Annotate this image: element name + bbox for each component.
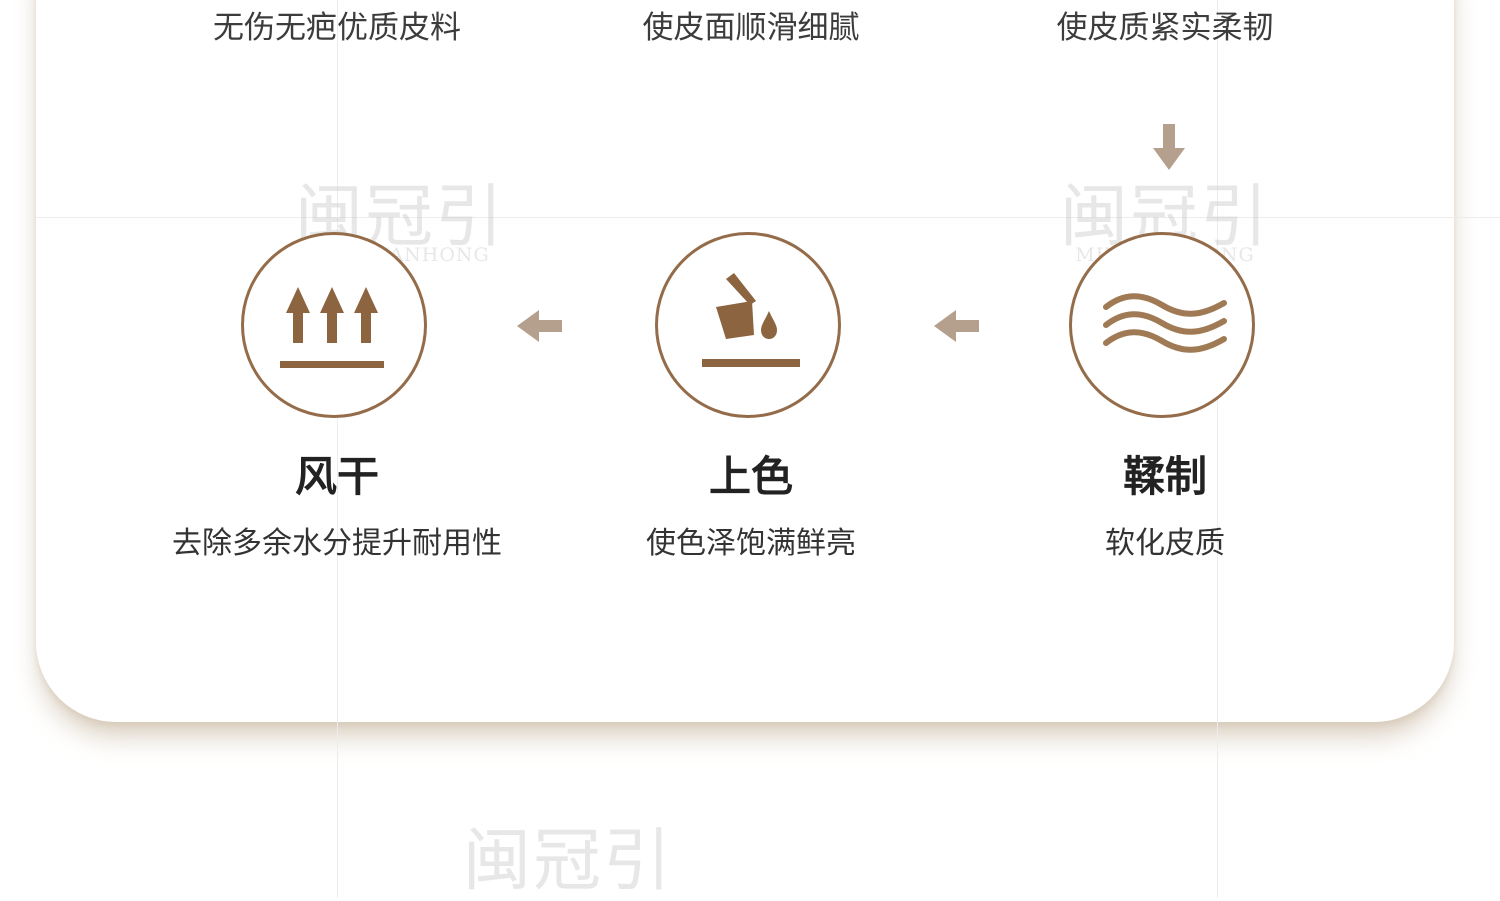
arrow-left-icon [934, 310, 979, 342]
step-icon-circle-dry [241, 232, 427, 418]
step-icon-circle-color [655, 232, 841, 418]
top-caption-1: 无伤无疤优质皮料 [213, 10, 461, 46]
top-caption-2: 使皮面顺滑细腻 [642, 10, 860, 46]
guide-line [337, 0, 338, 898]
step-title-color: 上色 [708, 452, 793, 501]
guide-line [1217, 0, 1218, 898]
step-subtitle-dry: 去除多余水分提升耐用性 [172, 526, 502, 561]
arrow-left-icon [517, 310, 562, 342]
step-icon-circle-tan [1069, 232, 1255, 418]
paint-bucket-icon [702, 273, 800, 367]
watermark: 闽冠引 [462, 822, 673, 901]
guide-line [36, 217, 1500, 218]
top-caption-3: 使皮质紧实柔韧 [1056, 10, 1274, 46]
step-subtitle-tan: 软化皮质 [1105, 526, 1225, 561]
arrow-down-icon [1153, 124, 1185, 170]
step-title-dry: 风干 [294, 452, 379, 501]
waves-icon [1103, 293, 1227, 353]
step-subtitle-color: 使色泽饱满鲜亮 [646, 526, 856, 561]
step-title-tan: 鞣制 [1122, 452, 1207, 501]
upward-arrows-icon [280, 287, 384, 368]
